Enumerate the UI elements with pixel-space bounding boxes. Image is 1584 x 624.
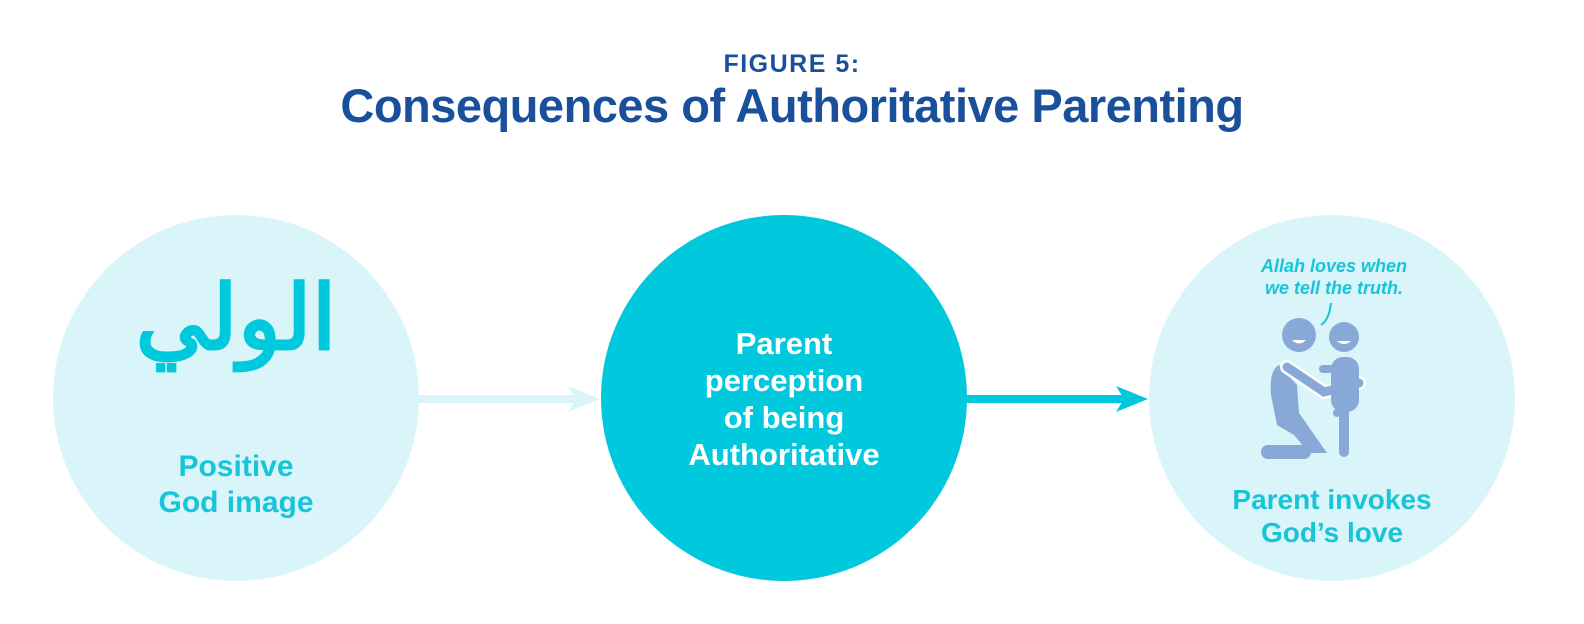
node-label: Parent invokes xyxy=(1232,484,1432,515)
speech-text: Allah loves when xyxy=(1260,256,1408,276)
speech-bubble: Allah loves when we tell the truth. xyxy=(1259,255,1409,299)
node-parent-perception: Parent perception of being Authoritative xyxy=(601,215,967,581)
calligraphy-icon: الولي xyxy=(135,265,337,371)
node-label: God image xyxy=(158,486,314,519)
node-label: God’s love xyxy=(1260,517,1404,548)
figure-label: FIGURE 5: xyxy=(723,50,861,78)
node-parent-invokes-love: Allah loves when we tell the truth. Pare… xyxy=(1149,215,1515,581)
node-positive-god-image: الولي Positive God image xyxy=(53,215,419,581)
node-label: Positive xyxy=(178,450,294,483)
node-label: perception xyxy=(704,363,864,398)
speech-text: we tell the truth. xyxy=(1264,278,1403,298)
node-label: Authoritative xyxy=(688,437,880,472)
arrow-icon xyxy=(966,386,1148,412)
page-title: Consequences of Authoritative Parenting xyxy=(340,79,1244,132)
parent-child-icon xyxy=(1261,302,1366,459)
node-label: of being xyxy=(723,400,845,435)
arrow-icon xyxy=(418,386,600,412)
node-label: Parent xyxy=(735,326,833,361)
